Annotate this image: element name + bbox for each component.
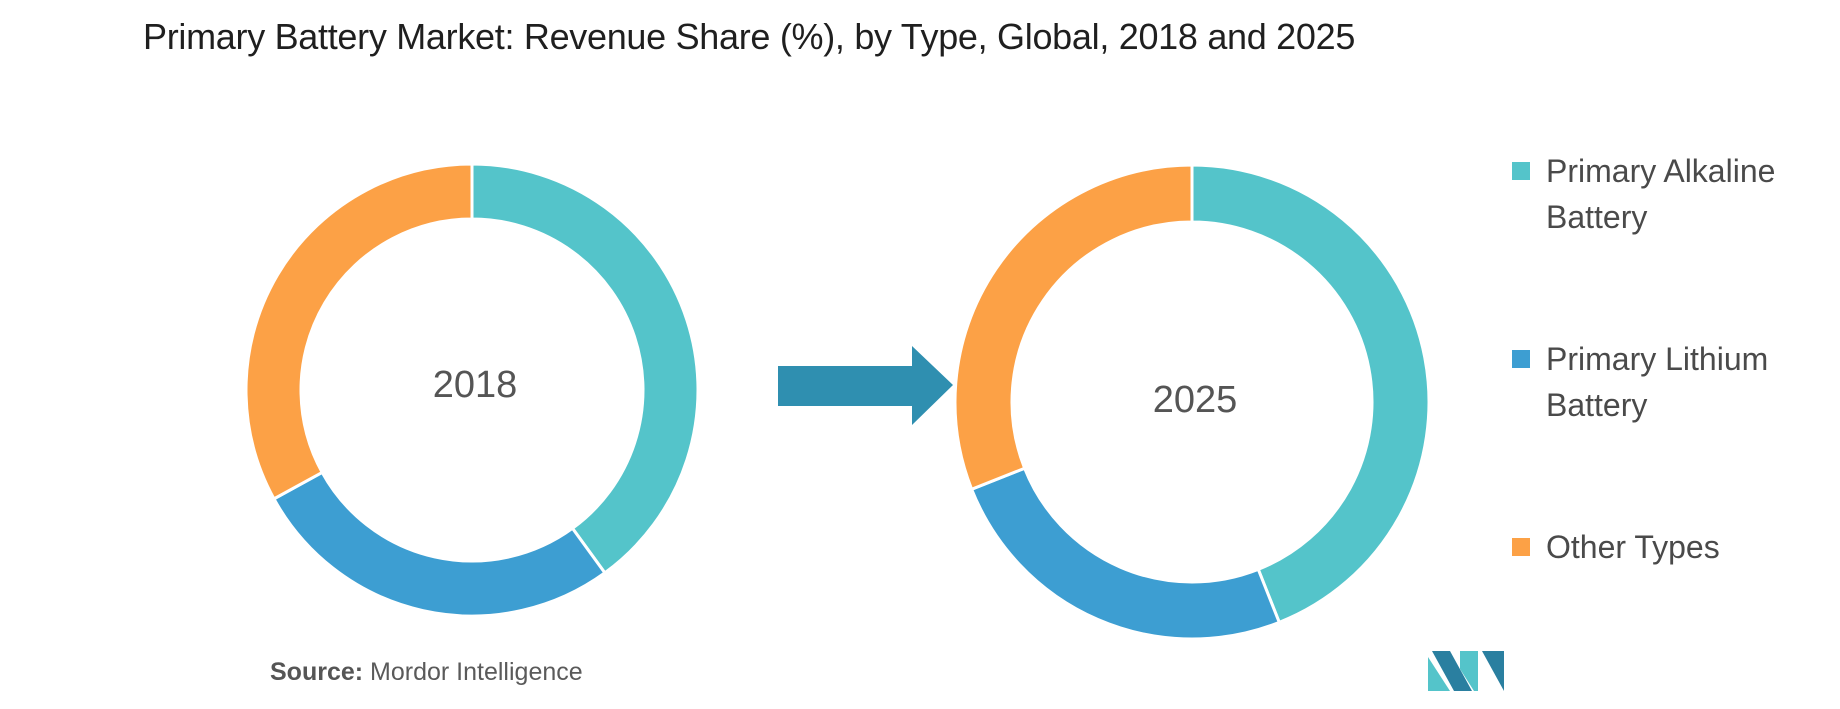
legend-label-other-types: Other Types — [1546, 529, 1720, 565]
donut-2025-slice-primary-alkaline — [1190, 163, 1431, 625]
legend-label-primary-alkaline-line2: Battery — [1546, 199, 1648, 235]
source-label: Source: — [270, 658, 364, 686]
donut-2018-slice-primary-lithium — [271, 470, 607, 618]
legend-item-primary-lithium: Primary Lithium Battery — [1512, 336, 1832, 428]
legend-label-primary-lithium-line2: Battery — [1546, 387, 1648, 423]
donut-2018-slice-primary-alkaline — [470, 162, 700, 575]
legend-item-primary-alkaline: Primary Alkaline Battery — [1512, 148, 1832, 240]
legend-swatch-primary-lithium — [1512, 350, 1530, 368]
donut-2018-slice-other-types — [244, 162, 474, 501]
chart-title: Primary Battery Market: Revenue Share (%… — [143, 16, 1356, 57]
center-label-2025: 2025 — [1153, 379, 1238, 421]
donut-chart-2018 — [244, 162, 700, 618]
legend-label-primary-lithium-line1: Primary Lithium — [1546, 341, 1769, 377]
donut-chart-2025 — [953, 163, 1431, 641]
arrow-right-icon — [778, 346, 953, 425]
legend-item-other-types: Other Types — [1512, 524, 1832, 570]
center-label-2018: 2018 — [433, 364, 518, 406]
legend-swatch-other-types — [1512, 538, 1530, 556]
donut-2025-slice-other-types — [953, 163, 1194, 492]
donut-2025-slice-primary-lithium — [969, 466, 1282, 641]
source-text: Mordor Intelligence — [370, 658, 583, 686]
legend: Primary Alkaline Battery Primary Lithium… — [1512, 148, 1832, 570]
legend-label-primary-alkaline-line1: Primary Alkaline — [1546, 153, 1776, 189]
mordor-intelligence-logo-icon — [1428, 651, 1504, 691]
source-note: Source: Mordor Intelligence — [270, 658, 583, 687]
legend-swatch-primary-alkaline — [1512, 162, 1530, 180]
